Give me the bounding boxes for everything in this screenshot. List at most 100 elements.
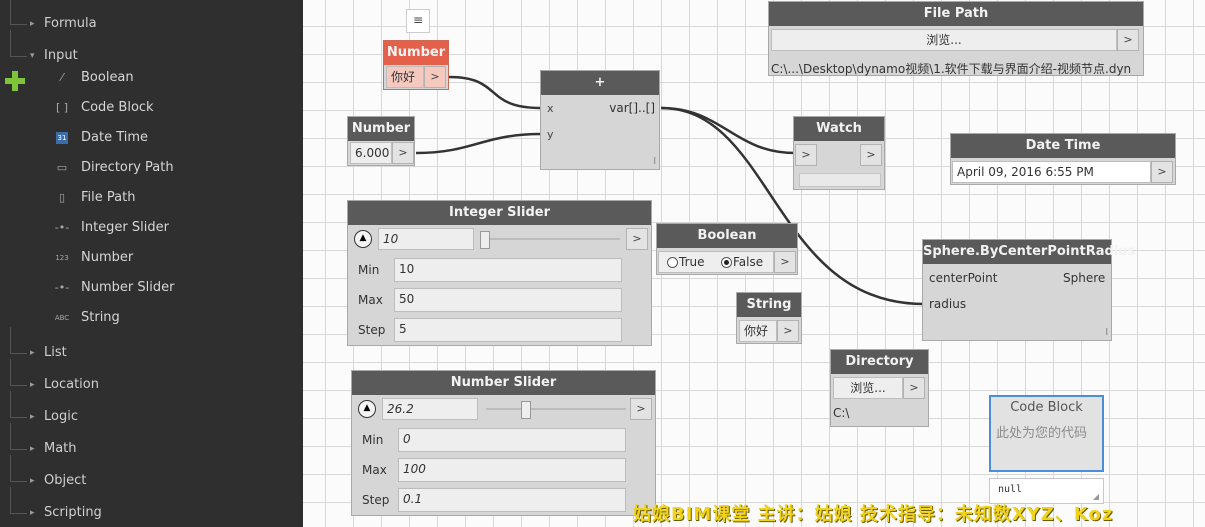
add-node-icon[interactable] bbox=[5, 71, 25, 91]
lacing-icon[interactable]: l bbox=[1105, 328, 1108, 338]
library-item-number-slider[interactable]: -•- Number Slider bbox=[0, 276, 303, 300]
wire-add-to-watch[interactable] bbox=[660, 106, 797, 155]
output-port[interactable]: > bbox=[626, 228, 648, 250]
node-code-block[interactable]: Code Block 此处为您的代码 bbox=[989, 395, 1104, 472]
slider-value-input[interactable]: 26.2 bbox=[382, 398, 478, 420]
node-sphere-by-center-point-radius[interactable]: Sphere.ByCenterPointRadius centerPoint r… bbox=[922, 239, 1135, 341]
library-category-location[interactable]: ▸ Location bbox=[0, 359, 303, 397]
library-item-boolean[interactable]: ⁄ Boolean bbox=[0, 66, 303, 90]
slider-track[interactable] bbox=[486, 401, 626, 419]
node-file-path[interactable]: File Path 浏览... > C:\...\Desktop\dynamo视… bbox=[768, 1, 1144, 76]
node-watch[interactable]: Watch > > bbox=[793, 116, 885, 190]
step-input[interactable]: 5 bbox=[394, 318, 622, 342]
max-label: Max bbox=[358, 293, 383, 307]
wire-number-to-y[interactable] bbox=[415, 132, 542, 155]
library-category-logic[interactable]: ▸ Logic bbox=[0, 391, 303, 429]
min-input[interactable]: 10 bbox=[394, 258, 622, 282]
tree-line bbox=[10, 423, 27, 450]
category-label: List bbox=[44, 345, 67, 360]
output-port-sphere[interactable]: Sphere bbox=[1058, 267, 1110, 289]
resize-grip-icon[interactable]: ◢ bbox=[1092, 492, 1099, 501]
slider-track[interactable] bbox=[480, 231, 620, 249]
slider-thumb[interactable] bbox=[521, 401, 531, 419]
output-port[interactable]: > bbox=[1151, 161, 1173, 183]
radio-selected-dot bbox=[724, 260, 729, 265]
tree-line bbox=[10, 30, 27, 57]
library-item-number[interactable]: 123 Number bbox=[0, 246, 303, 270]
input-port-y[interactable]: y bbox=[542, 124, 562, 146]
node-title: Date Time bbox=[951, 134, 1175, 158]
node-title: String bbox=[737, 293, 801, 317]
output-port[interactable]: > bbox=[1117, 29, 1139, 51]
graph-canvas[interactable]: ≡ Number 你好 > Number 6.000 > + x y var[]… bbox=[303, 0, 1205, 527]
library-category-formula[interactable]: ▸ Formula bbox=[0, 0, 303, 36]
max-input[interactable]: 100 bbox=[398, 458, 626, 482]
library-item-code-block[interactable]: [ ] Code Block bbox=[0, 96, 303, 120]
radio-false-icon[interactable] bbox=[721, 257, 732, 268]
min-input[interactable]: 0 bbox=[398, 428, 626, 452]
tree-line bbox=[10, 391, 27, 418]
collapse-arrow-icon: ▾ bbox=[30, 51, 35, 61]
wire-add-to-radius[interactable] bbox=[660, 106, 925, 306]
library-category-object[interactable]: ▸ Object bbox=[0, 455, 303, 493]
node-title: Number bbox=[384, 41, 448, 65]
expand-toggle-icon[interactable]: ▲ bbox=[354, 230, 372, 248]
node-boolean[interactable]: Boolean True False > bbox=[656, 223, 798, 275]
number-icon: 123 bbox=[55, 254, 69, 262]
slider-thumb[interactable] bbox=[480, 231, 490, 249]
code-input[interactable]: 此处为您的代码 bbox=[996, 426, 1088, 441]
library-item-file-path[interactable]: ▯ File Path bbox=[0, 186, 303, 210]
library-category-list[interactable]: ▸ List bbox=[0, 327, 303, 365]
library-item-directory-path[interactable]: ▭ Directory Path bbox=[0, 156, 303, 180]
input-port-center-point[interactable]: centerPoint bbox=[924, 267, 1006, 289]
input-port[interactable]: > bbox=[795, 144, 817, 166]
input-port-radius[interactable]: radius bbox=[924, 293, 1006, 315]
calendar-icon: 31 bbox=[56, 132, 68, 144]
number-value-input[interactable]: 你好 bbox=[386, 66, 424, 88]
date-time-input[interactable]: April 09, 2016 6:55 PM bbox=[952, 161, 1151, 183]
output-port[interactable]: var[]..[] bbox=[609, 101, 655, 115]
boolean-toggle[interactable]: True False bbox=[658, 251, 774, 273]
library-item-label: Boolean bbox=[81, 70, 134, 85]
node-add[interactable]: + x y var[]..[] l bbox=[540, 70, 660, 170]
output-port[interactable]: > bbox=[630, 398, 652, 420]
library-item-integer-slider[interactable]: -•- Integer Slider bbox=[0, 216, 303, 240]
library-category-scripting[interactable]: ▸ Scripting bbox=[0, 487, 303, 525]
output-port[interactable]: > bbox=[903, 377, 925, 399]
step-input[interactable]: 0.1 bbox=[398, 488, 626, 512]
output-port[interactable]: > bbox=[392, 142, 414, 164]
node-comment-icon[interactable]: ≡ bbox=[406, 9, 430, 33]
expand-toggle-icon[interactable]: ▲ bbox=[358, 400, 376, 418]
node-directory-path[interactable]: Directory Path 浏览... > C:\ bbox=[830, 349, 929, 427]
library-item-label: Number bbox=[81, 250, 134, 265]
node-number-slider[interactable]: Number Slider ▲ 26.2 > Min 0 Max 100 Ste… bbox=[351, 370, 656, 516]
node-date-time[interactable]: Date Time April 09, 2016 6:55 PM > bbox=[950, 133, 1176, 185]
code-block-preview: null ◢ bbox=[989, 478, 1104, 504]
output-port[interactable]: > bbox=[860, 144, 882, 166]
browse-button[interactable]: 浏览... bbox=[833, 377, 903, 399]
output-port[interactable]: > bbox=[424, 66, 446, 88]
lacing-icon[interactable]: l bbox=[653, 157, 656, 167]
library-category-math[interactable]: ▸ Math bbox=[0, 423, 303, 461]
browse-button[interactable]: 浏览... bbox=[771, 29, 1117, 51]
category-label: Location bbox=[44, 377, 99, 392]
node-integer-slider[interactable]: Integer Slider ▲ 10 > Min 10 Max 50 Step… bbox=[347, 200, 652, 346]
input-port-x[interactable]: x bbox=[542, 98, 562, 120]
library-item-date-time[interactable]: 31 Date Time bbox=[0, 126, 303, 150]
library-item-label: Integer Slider bbox=[81, 220, 169, 235]
library-item-label: Directory Path bbox=[81, 160, 174, 175]
library-category-input[interactable]: ▾ Input bbox=[0, 30, 303, 68]
node-number-selected[interactable]: ≡ Number 你好 > bbox=[383, 9, 449, 90]
number-value-input[interactable]: 6.000 bbox=[350, 142, 392, 164]
radio-true-icon[interactable] bbox=[667, 257, 678, 268]
slider-value-input[interactable]: 10 bbox=[378, 228, 474, 250]
output-port[interactable]: > bbox=[777, 320, 799, 342]
library-item-label: String bbox=[81, 310, 120, 325]
node-string[interactable]: String 你好 > bbox=[736, 292, 802, 344]
max-input[interactable]: 50 bbox=[394, 288, 622, 312]
output-port[interactable]: > bbox=[774, 251, 796, 273]
library-item-string[interactable]: ABC String bbox=[0, 306, 303, 330]
wire-number-selected-to-x[interactable] bbox=[448, 75, 542, 110]
node-number[interactable]: Number 6.000 > bbox=[347, 116, 415, 166]
string-value-input[interactable]: 你好 bbox=[739, 320, 777, 342]
